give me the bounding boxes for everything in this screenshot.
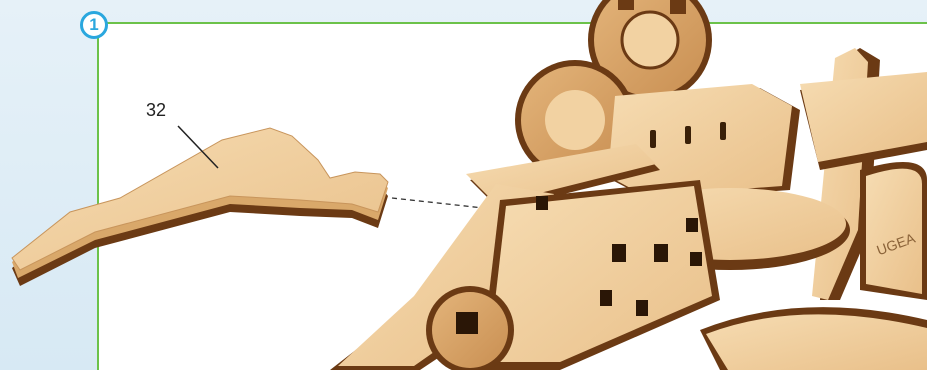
main-assembly (330, 0, 927, 370)
part-number-label: 32 (146, 100, 166, 121)
part-32-piece (12, 128, 388, 286)
